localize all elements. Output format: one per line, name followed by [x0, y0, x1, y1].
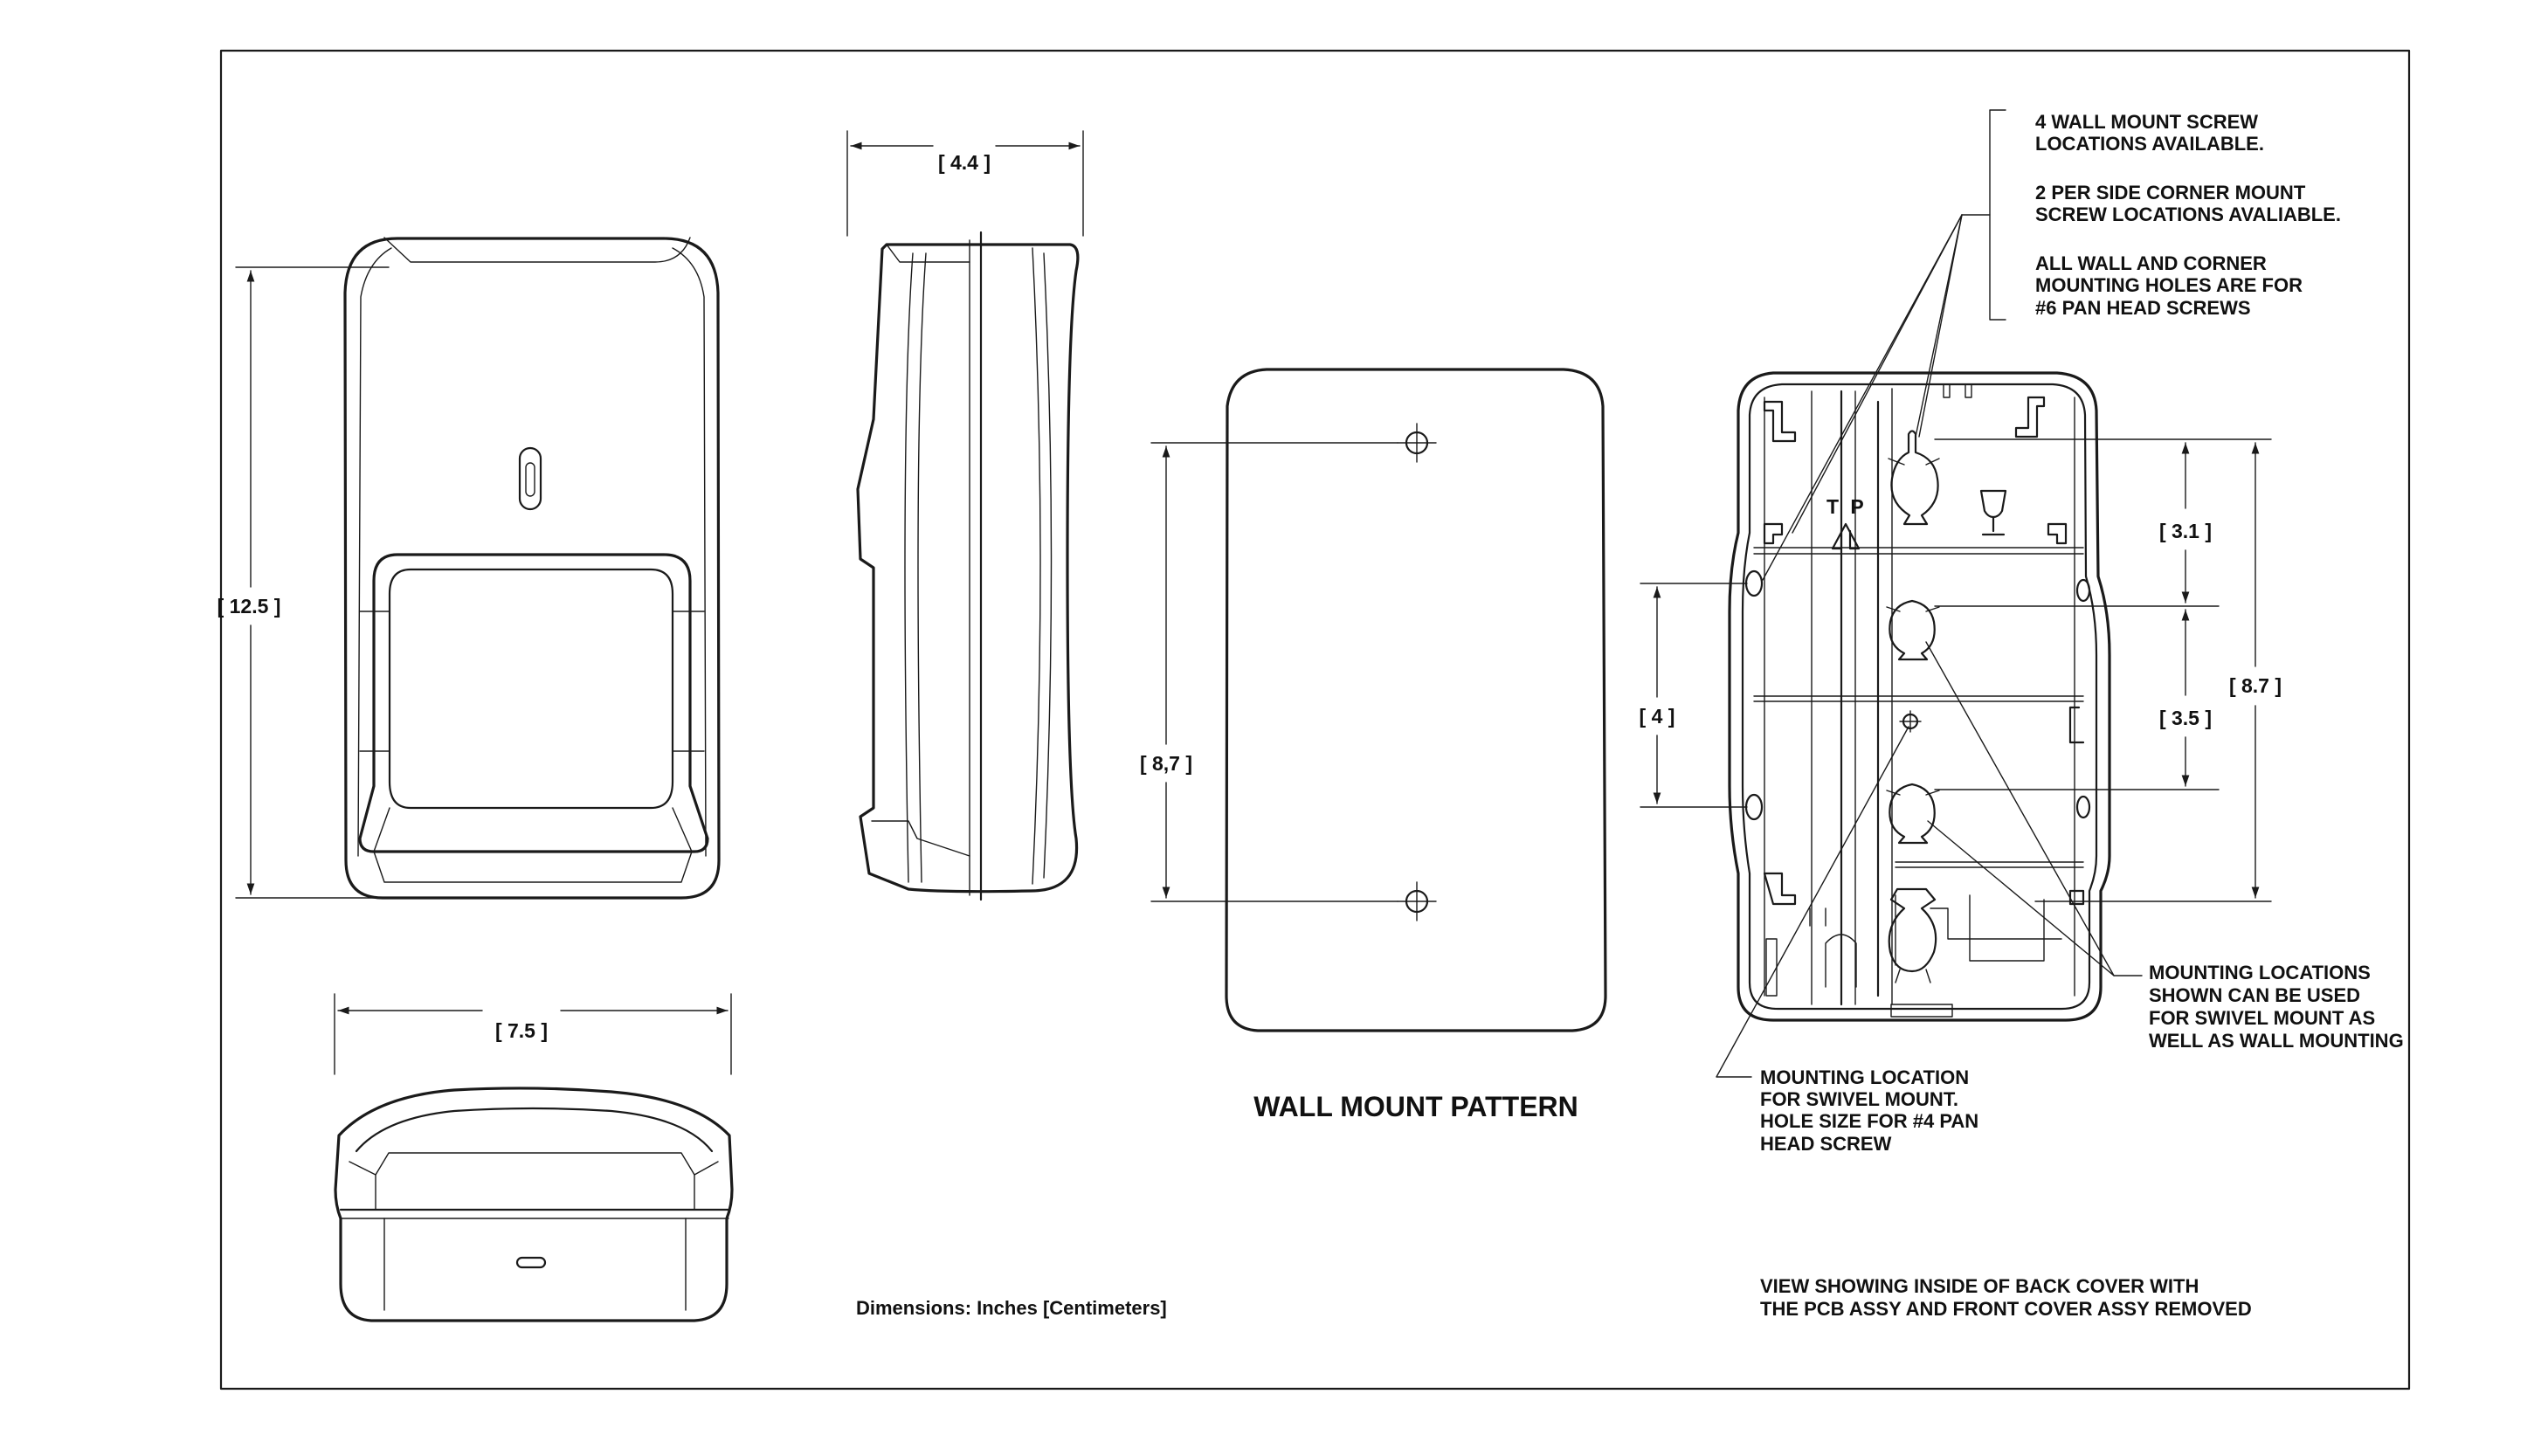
screw-note-line-9: #6 PAN HEAD SCREWS: [2035, 297, 2251, 319]
keyhole-slot-2: [1889, 599, 1936, 661]
front-height-dimension: [235, 266, 390, 899]
back-cover-right-dimensions: [1934, 438, 2272, 902]
screw-note-line-5: SCREW LOCATIONS AVALIABLE.: [2035, 204, 2341, 225]
back-cover-overall-spacing-label: [ 8.7 ]: [2229, 674, 2282, 697]
screw-note-line-1: 4 WALL MOUNT SCREW: [2035, 111, 2258, 133]
bottom-led-slot: [515, 1256, 547, 1269]
keyhole-slot-1: [1890, 430, 1939, 526]
wall-pattern-spacing-label: [ 8,7 ]: [1140, 752, 1192, 775]
view-note-line-1: VIEW SHOWING INSIDE OF BACK COVER WITH: [1760, 1275, 2199, 1297]
locations-note-line-2: SHOWN CAN BE USED: [2149, 984, 2360, 1006]
screw-note-line-2: LOCATIONS AVAILABLE.: [2035, 133, 2264, 155]
swivel-note-line-4: HEAD SCREW: [1760, 1133, 1892, 1155]
locations-note-line-1: MOUNTING LOCATIONS: [2149, 962, 2371, 983]
bottom-width-label: [ 7.5 ]: [495, 1019, 548, 1042]
swivel-note-line-2: FOR SWIVEL MOUNT.: [1760, 1088, 1958, 1110]
drawing-border: [219, 49, 2411, 1390]
side-view: [856, 231, 1080, 901]
arrow-letter-t: T: [1826, 495, 1839, 518]
back-cover-left-spacing-label: [ 4 ]: [1640, 705, 1675, 728]
wall-pattern-dimension: [1150, 442, 1398, 902]
keyhole-slot-3: [1889, 783, 1936, 845]
locations-note: MOUNTING LOCATIONS SHOWN CAN BE USED FOR…: [2149, 962, 2404, 1052]
view-note: VIEW SHOWING INSIDE OF BACK COVER WITH T…: [1760, 1275, 2252, 1320]
swivel-note-line-3: HOLE SIZE FOR #4 PAN: [1760, 1110, 1978, 1132]
swivel-note-line-1: MOUNTING LOCATION: [1760, 1066, 1969, 1088]
orientation-up-arrow-icon: [1831, 522, 1861, 550]
front-sensor-slot: [518, 446, 542, 511]
back-cover-lower-spacing-label: [ 3.5 ]: [2159, 707, 2212, 729]
back-cover-view: [1728, 371, 2111, 1022]
locations-note-line-4: WELL AS WALL MOUNTING: [2149, 1030, 2404, 1052]
bottom-width-dimension: [334, 993, 732, 1075]
wall-mount-pattern-title: WALL MOUNT PATTERN: [1253, 1091, 1578, 1122]
wall-mount-pattern-view: [1225, 368, 1607, 1032]
side-depth-label: [ 4.4 ]: [938, 151, 991, 174]
glass-symbol-icon: [1979, 489, 2007, 536]
keyhole-slot-4: [1888, 887, 1937, 973]
front-height-label: [ 12.5 ]: [218, 595, 281, 618]
screw-note-line-8: MOUNTING HOLES ARE FOR: [2035, 274, 2303, 296]
front-view: [343, 237, 721, 900]
back-cover-left-dimension: [1640, 583, 1748, 808]
arrow-letter-p: P: [1850, 495, 1863, 518]
swivel-note: MOUNTING LOCATION FOR SWIVEL MOUNT. HOLE…: [1760, 1066, 1978, 1155]
side-depth-dimension: [846, 130, 1084, 237]
view-note-line-2: THE PCB ASSY AND FRONT COVER ASSY REMOVE…: [1760, 1298, 2252, 1320]
locations-note-line-3: FOR SWIVEL MOUNT AS: [2149, 1007, 2375, 1029]
screw-note: 4 WALL MOUNT SCREW LOCATIONS AVAILABLE. …: [2035, 111, 2341, 319]
bottom-view: [334, 1087, 734, 1322]
back-cover-upper-spacing-label: [ 3.1 ]: [2159, 520, 2212, 542]
screw-note-line-7: ALL WALL AND CORNER: [2035, 252, 2267, 274]
note-leaders: [1716, 109, 2143, 1078]
dimensions-note: Dimensions: Inches [Centimeters]: [856, 1297, 1167, 1319]
screw-note-line-4: 2 PER SIDE CORNER MOUNT: [2035, 182, 2306, 204]
